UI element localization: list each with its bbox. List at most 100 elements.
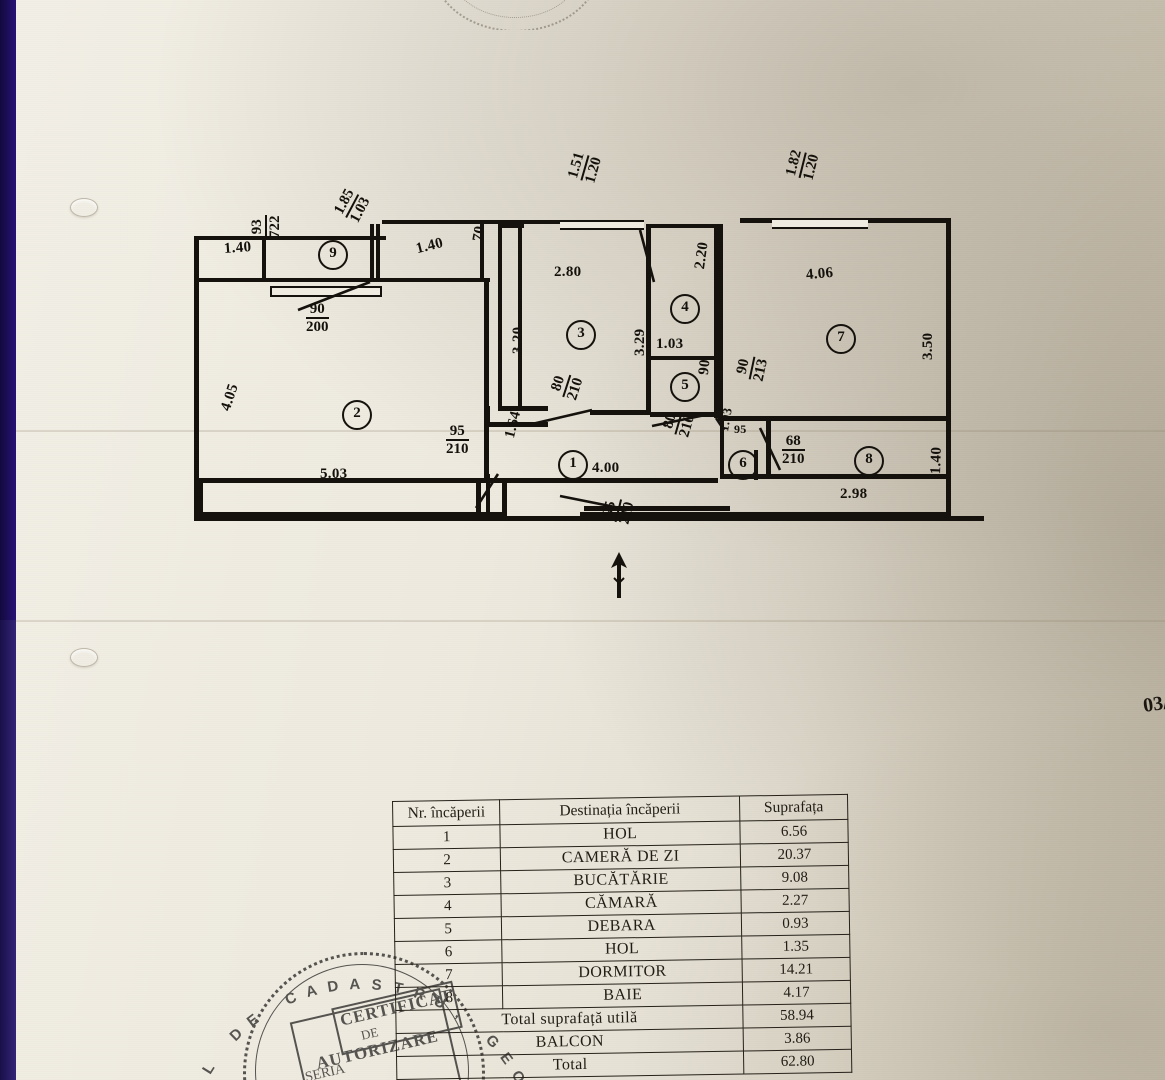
cell-area: 14.21 xyxy=(742,957,851,983)
punch-hole xyxy=(70,198,98,217)
punch-hole xyxy=(70,648,98,667)
dim-hall-length: 4.00 xyxy=(592,460,620,476)
room-number-4: 4 xyxy=(670,294,700,324)
dim-db-w: 68 xyxy=(785,433,801,449)
dim-bedroom-height: 3.50 xyxy=(920,332,936,360)
wall-hall6-left xyxy=(720,421,724,479)
wall-outer-left xyxy=(194,236,199,521)
room-number-2: 2 xyxy=(342,400,372,430)
dim-door-living-balcony: 90 200 xyxy=(306,302,329,335)
schedule-table: Nr. încăperii Destinația încăperii Supra… xyxy=(392,794,852,1080)
dim-balcony-b: 1.85 1.03 xyxy=(331,186,374,226)
paper-fold-crease xyxy=(16,430,1165,432)
stamp-arc-char: S xyxy=(370,976,383,995)
wall-bath-top xyxy=(766,416,948,421)
wall-entry-jamb xyxy=(502,478,507,518)
wall-balcony-top xyxy=(194,236,386,240)
dim-balcony-depth: 70 xyxy=(470,224,489,243)
dim-balcony-a-h: 722 xyxy=(265,215,283,238)
dim-door-living-hall: 95 210 xyxy=(446,424,469,457)
dim-hall6-top: 95 xyxy=(734,422,747,436)
dim-door-kitchen: 80 210 xyxy=(548,371,587,403)
dim-door-entry: 95 210 xyxy=(600,496,638,526)
stamp-arc-char: A xyxy=(349,975,361,994)
wall-kitchen-left2 xyxy=(518,228,522,406)
wall-bath-left xyxy=(766,416,771,478)
dim-balcony-a: 93 722 xyxy=(249,215,283,238)
dim-balcony-inner: 1.40 xyxy=(414,234,445,258)
room-schedule-table: Nr. încăperii Destinația încăperii Supra… xyxy=(392,794,852,1080)
wall-living-right xyxy=(484,278,489,483)
cell-area: 20.37 xyxy=(740,842,849,868)
cell-area: 9.08 xyxy=(740,865,849,891)
wall-kitchen-botcap xyxy=(498,406,548,411)
wall-bedroom-nook xyxy=(718,416,754,421)
dim-kitchen-width: 2.80 xyxy=(554,264,582,280)
wall-top-mid-c xyxy=(376,224,380,280)
dim-pantry-height: 1.03 xyxy=(656,336,684,352)
cell-nr: 3 xyxy=(393,870,502,896)
paper-sheet xyxy=(16,0,1165,1080)
cell-destination: Total xyxy=(396,1051,744,1080)
dim-living-height: 4.05 xyxy=(218,381,242,413)
dim-dlb-h: 200 xyxy=(306,317,329,335)
window-bedroom-sill xyxy=(772,218,868,229)
paper-fold-crease xyxy=(16,620,1165,622)
cell-nr: 4 xyxy=(393,893,502,919)
wall-bath-bottom xyxy=(766,474,948,479)
wall-balcony-div xyxy=(262,240,266,280)
dim-kitchen-left: 3.20 xyxy=(510,326,526,354)
cell-area: 58.94 xyxy=(742,1003,852,1029)
cell-area: 1.35 xyxy=(741,934,851,960)
dim-dlh-w: 95 xyxy=(449,423,465,439)
cell-area: 2.27 xyxy=(740,888,850,914)
wall-top-mid-d xyxy=(480,224,484,282)
wall-living-bottom xyxy=(198,478,488,483)
cell-nr: 6 xyxy=(394,939,503,965)
north-arrow-icon xyxy=(611,552,627,598)
floor-plan-drawing: 1.40 93 722 1.85 1.03 1.40 70 90 200 4.0… xyxy=(180,148,1165,717)
room-number-3: 3 xyxy=(566,320,596,350)
cell-area: 0.93 xyxy=(741,911,850,937)
room-number-1: 1 xyxy=(558,450,588,480)
wall-hall-top xyxy=(486,422,548,427)
wall-kitchen-bottom xyxy=(590,410,650,415)
wall-kitchen-left xyxy=(498,224,502,410)
cell-nr: 7 xyxy=(395,962,503,988)
wall-pantry-right xyxy=(714,224,718,418)
wall-entry-thresh xyxy=(584,506,730,511)
header-supr: Suprafața xyxy=(739,794,848,822)
wall-top-kitchen xyxy=(486,220,560,224)
wall-entry-lower-l xyxy=(198,512,502,517)
wall-kitchen-corner xyxy=(486,406,490,426)
cell-area: 62.80 xyxy=(743,1049,852,1075)
dim-dlh-h: 210 xyxy=(446,439,469,457)
wall-balcony-rail xyxy=(270,286,382,297)
dim-storage-width: 90 xyxy=(696,358,714,376)
room-number-5: 5 xyxy=(670,372,700,402)
wall-kitchen-right xyxy=(646,224,651,412)
room-number-9: 9 xyxy=(318,240,348,270)
dim-bath-height: 1.40 xyxy=(928,446,945,475)
wall-balcony-right xyxy=(370,224,374,280)
wall-entry-lower-r xyxy=(580,512,950,517)
wall-outer-bottom xyxy=(194,516,984,521)
dim-hall-width: 1.64 xyxy=(502,409,525,440)
wall-living-doorjamb xyxy=(476,478,481,512)
cell-nr: 8 xyxy=(395,985,504,1011)
stamp-arc-char: A xyxy=(303,981,320,1002)
dim-pantry-width: 2.20 xyxy=(692,240,712,271)
stamp-arc-char: C xyxy=(282,988,300,1009)
dim-bedroom-width: 4.06 xyxy=(805,264,835,284)
wall-living-top xyxy=(198,278,490,282)
dim-balcony-a-w: 93 xyxy=(249,219,265,235)
stamp-arc-char: D xyxy=(326,977,340,996)
room-number-6: 6 xyxy=(728,450,758,480)
wall-pantry-top xyxy=(646,224,718,228)
dim-hall6-side: 1.03 xyxy=(716,406,735,433)
cell-nr: 1 xyxy=(392,824,501,850)
